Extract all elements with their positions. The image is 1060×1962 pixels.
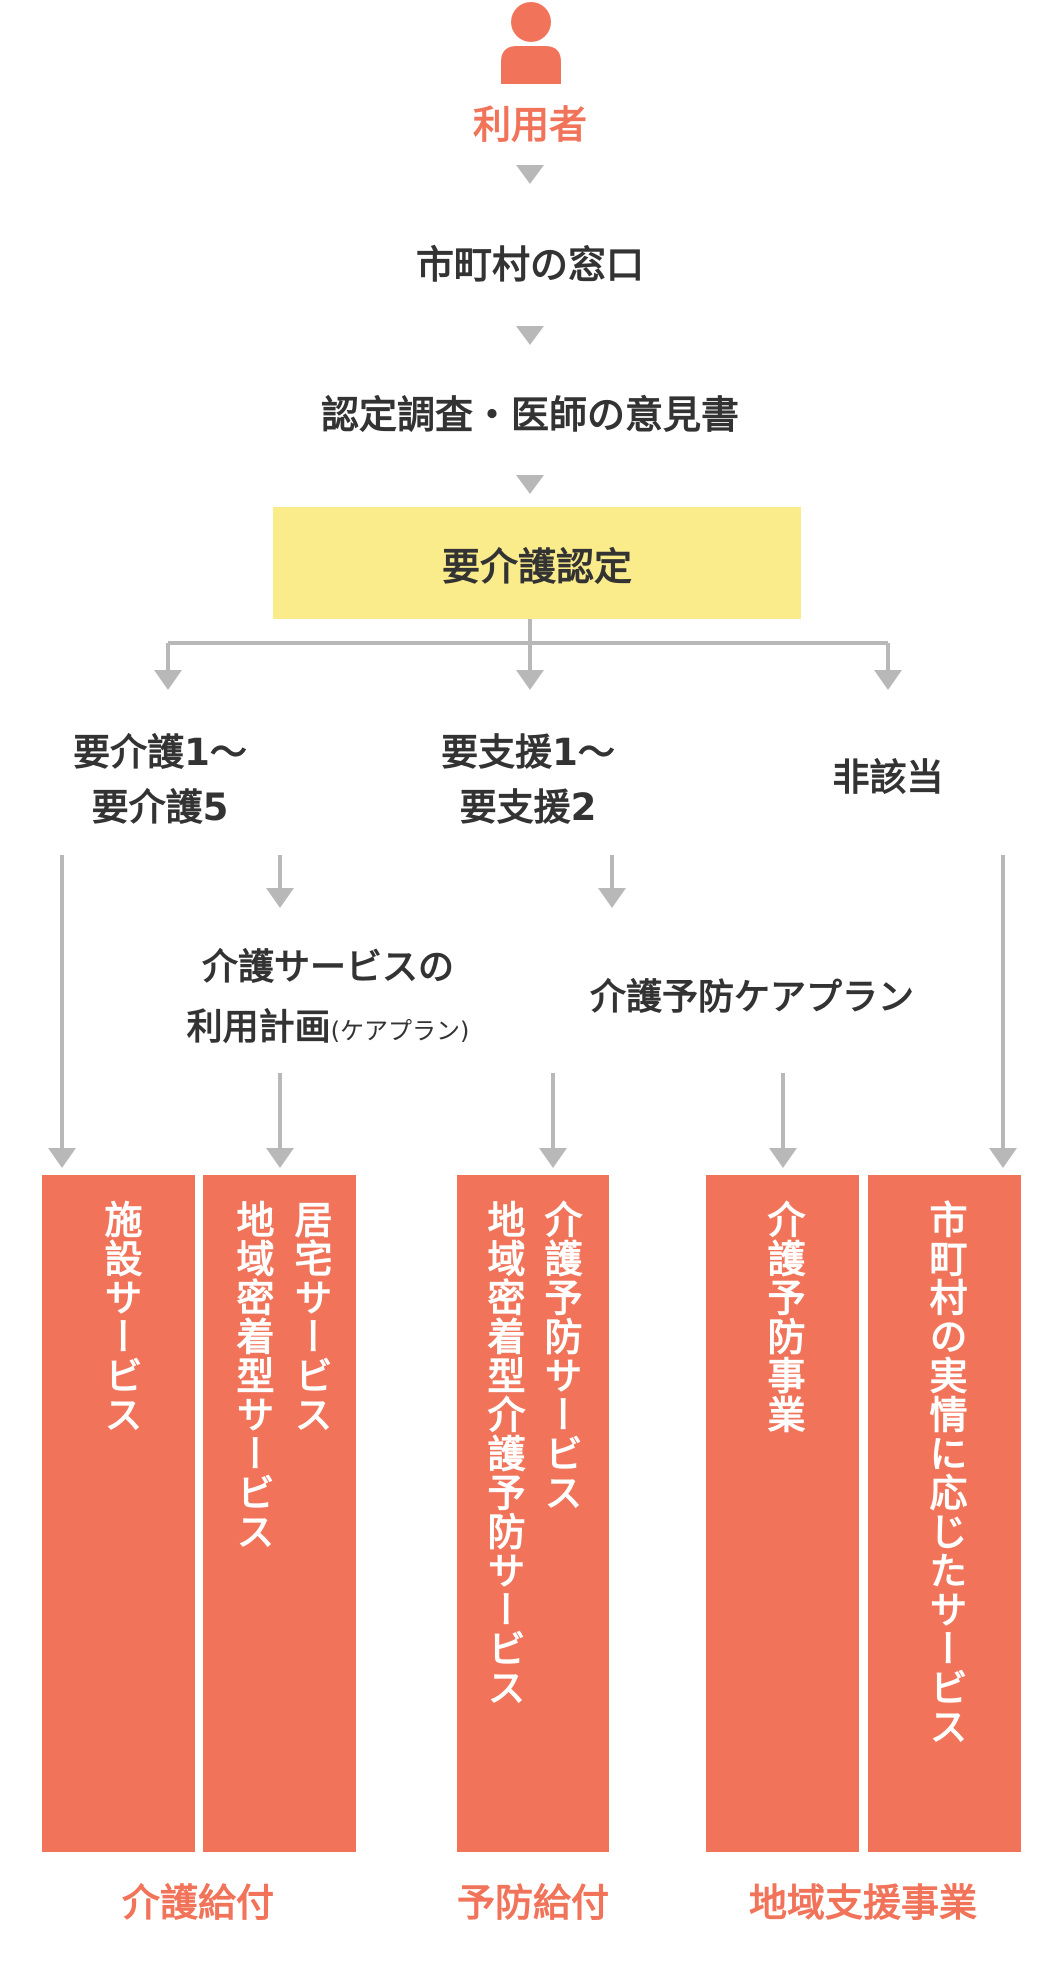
- certification-box: 要介護認定: [273, 507, 801, 619]
- service-community-based: 地域密着型サービス: [230, 1200, 274, 1551]
- service-facility: 施設サービス: [98, 1200, 142, 1434]
- care-plan: 介護サービスの 利用計画(ケアプラン): [187, 938, 470, 1061]
- step-municipal-window: 市町村の窓口: [415, 243, 645, 287]
- category-prevention-benefit: 予防給付: [456, 1881, 610, 1925]
- service-community-prevention: 地域密着型介護予防サービス: [481, 1200, 525, 1707]
- care-plan-line2: 利用計画: [186, 1007, 331, 1048]
- branch-support-line2: 要支援2: [459, 786, 597, 829]
- care-plan-line2-wrap: 利用計画(ケアプラン): [187, 998, 470, 1061]
- care-plan-note: (ケアプラン): [330, 1017, 470, 1045]
- service-prevention: 介護予防サービス: [538, 1200, 582, 1512]
- branch-support-line1: 要支援1〜: [441, 731, 615, 774]
- branch-care-level: 要介護1〜 要介護5: [73, 725, 247, 835]
- column-local-service: [868, 1175, 1021, 1852]
- branch-care-line2: 要介護5: [91, 786, 229, 829]
- column-facility-service: [42, 1175, 195, 1852]
- branch-care-line1: 要介護1〜: [73, 731, 247, 774]
- prevention-care-plan: 介護予防ケアプラン: [589, 977, 915, 1018]
- column-prevention-service: [457, 1175, 609, 1852]
- category-community-support: 地域支援事業: [748, 1881, 978, 1925]
- service-home: 居宅サービス: [288, 1200, 332, 1434]
- column-home-service: [203, 1175, 356, 1852]
- care-plan-line1: 介護サービスの: [201, 947, 454, 988]
- step-survey: 認定調査・医師の意見書: [320, 393, 740, 437]
- category-care-benefit: 介護給付: [121, 1881, 275, 1925]
- service-prevention-project: 介護予防事業: [761, 1200, 805, 1434]
- branch-support-level: 要支援1〜 要支援2: [441, 725, 615, 835]
- certification-label: 要介護認定: [441, 544, 632, 589]
- column-prevention-project: [706, 1175, 859, 1852]
- service-local: 市町村の実情に応じたサービス: [923, 1200, 967, 1746]
- person-icon: [501, 2, 561, 84]
- step-user: 利用者: [472, 103, 588, 147]
- branch-not-applicable: 非該当: [832, 756, 944, 799]
